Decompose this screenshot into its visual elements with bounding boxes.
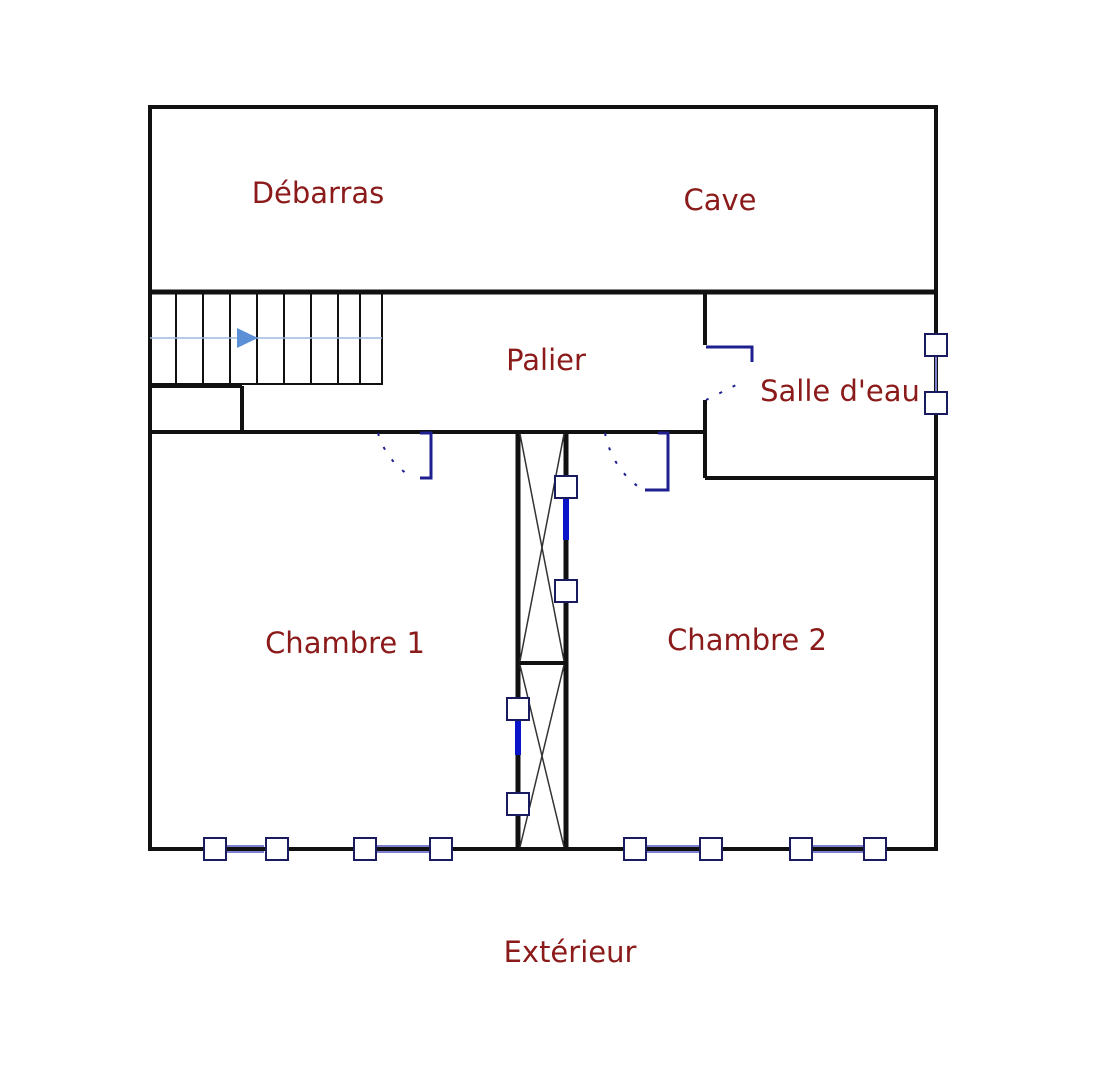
closet-cross-line	[519, 433, 565, 662]
room-label-salle-deau: Salle d'eau	[760, 374, 920, 408]
window-frame	[353, 837, 377, 861]
window-frame	[623, 837, 647, 861]
room-label-debarras: Débarras	[252, 176, 385, 210]
slider-handle	[506, 792, 530, 816]
door-swing-chambre2	[604, 432, 641, 489]
window-frame	[699, 837, 723, 861]
window-frame	[203, 837, 227, 861]
closet-sliders	[506, 475, 578, 816]
closet-cross	[519, 433, 565, 848]
slider-handle	[506, 697, 530, 721]
door-chambre2	[645, 431, 670, 492]
stair-arrow-icon	[237, 328, 258, 348]
doors	[377, 345, 754, 492]
window-frame	[863, 837, 887, 861]
interior-walls	[150, 289, 936, 849]
room-label-cave: Cave	[683, 183, 756, 217]
door-salle-deau	[706, 345, 754, 362]
room-label-exterieur: Extérieur	[504, 935, 637, 969]
staircase	[149, 291, 383, 385]
door-swing-salle-deau	[705, 381, 743, 401]
room-label-palier: Palier	[506, 343, 586, 377]
slider-handle	[554, 475, 578, 499]
window-frame	[924, 333, 948, 357]
slider-handle	[554, 579, 578, 603]
window-frame	[429, 837, 453, 861]
door-swing-chambre1	[377, 432, 411, 477]
windows	[203, 333, 948, 861]
closet-cross-line	[519, 664, 565, 848]
room-label-chambre2: Chambre 2	[667, 623, 827, 657]
room-labels: Débarras Cave Palier Salle d'eau Chambre…	[252, 176, 920, 969]
door-chambre1	[420, 431, 433, 480]
window-frame	[265, 837, 289, 861]
window-frame	[924, 391, 948, 415]
room-label-chambre1: Chambre 1	[265, 626, 425, 660]
window-frame	[789, 837, 813, 861]
